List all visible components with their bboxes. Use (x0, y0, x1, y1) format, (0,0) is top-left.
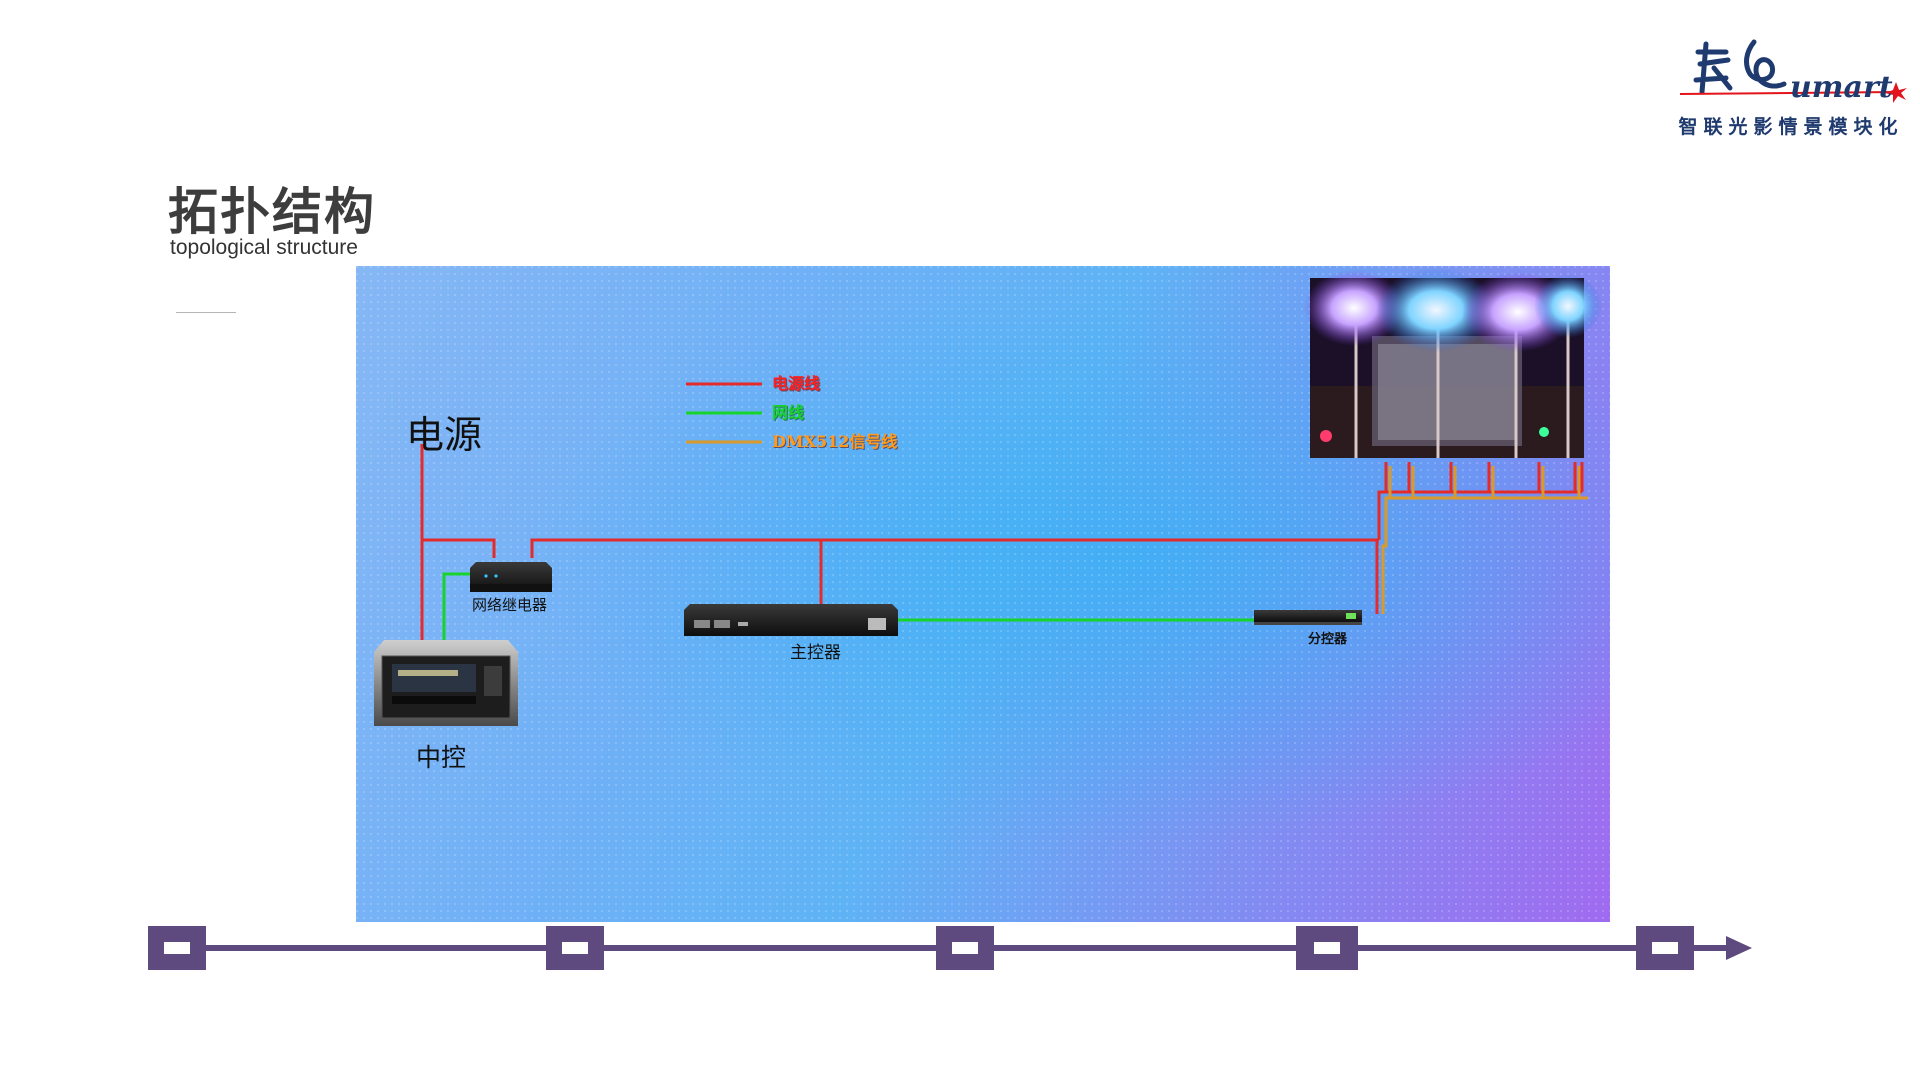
legend-power-label: 电源线 (772, 374, 821, 393)
scene-image (1304, 268, 1602, 458)
timeline-marker (1636, 926, 1694, 970)
main-controller-device (684, 604, 898, 636)
timeline-decoration (146, 920, 1756, 976)
power-lines (420, 444, 1584, 640)
legend-network-label: 网线 (772, 403, 805, 422)
central-control-device (374, 640, 518, 726)
legend (686, 382, 762, 444)
brand-logo: umart 智联光影情景模块化 (1660, 30, 1920, 140)
power-source-label: 电源 (406, 413, 483, 457)
page-title: 拓扑结构 (168, 183, 376, 241)
splitter-device (1254, 610, 1362, 625)
page-subtitle: topological structure (170, 236, 358, 259)
topology-diagram: 电源 网络继电器 主控器 分控器 中控 电源线 网线 DMX512信号线 (356, 266, 1610, 922)
timeline-marker (148, 926, 206, 970)
arrow-right-icon (1726, 936, 1752, 960)
central-control-label: 中控 (416, 743, 467, 772)
main-controller-label: 主控器 (790, 643, 841, 663)
network-relay-device (470, 562, 552, 592)
network-lines (442, 572, 1254, 640)
legend-dmx-label: DMX512信号线 (772, 432, 898, 451)
timeline-marker (546, 926, 604, 970)
logo-tagline: 智联光影情景模块化 (1678, 116, 1904, 138)
timeline-marker (1296, 926, 1358, 970)
title-divider (176, 312, 236, 313)
logo-latin-text: umart (1790, 70, 1893, 105)
network-relay-label: 网络继电器 (472, 596, 548, 614)
dmx-lines (1381, 466, 1588, 614)
umart-logo-mark-icon (1679, 39, 1907, 103)
timeline-marker (936, 926, 994, 970)
topology-diagram-canvas (374, 268, 1602, 726)
splitter-label: 分控器 (1308, 632, 1348, 647)
